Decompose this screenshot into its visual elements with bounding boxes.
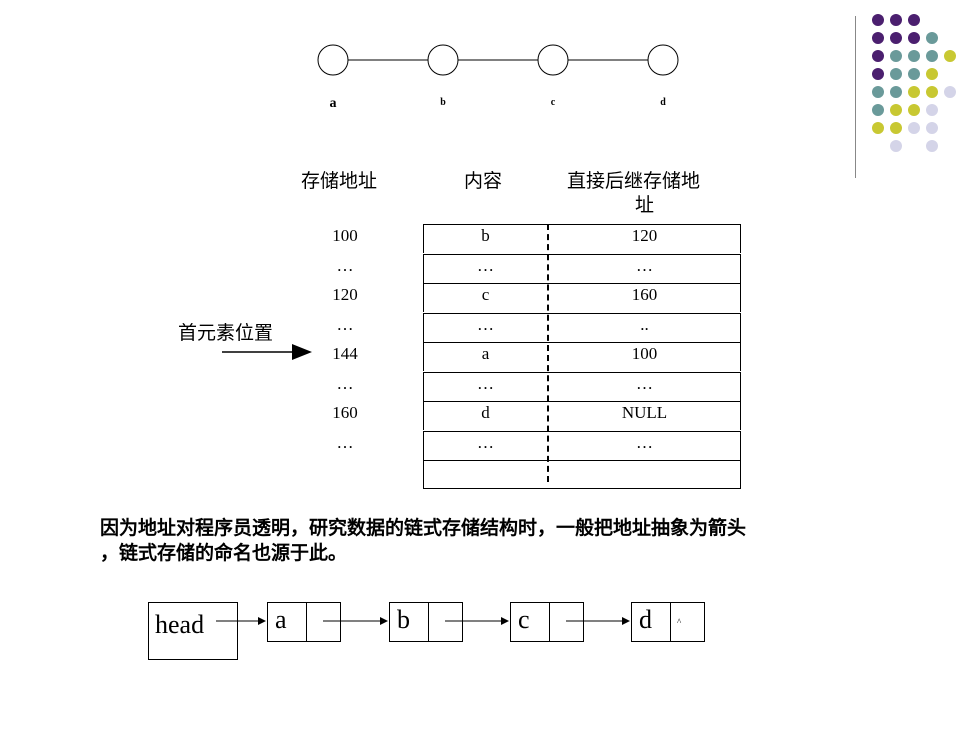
row-next-address: … <box>636 432 653 452</box>
row-content: b <box>481 226 490 245</box>
list-node-b: b <box>389 602 463 642</box>
row-next-address: NULL <box>621 403 668 422</box>
row-address: 144 <box>332 344 358 363</box>
row-content: … <box>477 255 494 275</box>
row-next-address: … <box>636 255 653 275</box>
row-address: 100 <box>332 226 358 245</box>
header-content: 内容 <box>464 170 503 192</box>
list-node-data: a <box>275 605 287 634</box>
chain-node-a <box>317 44 349 76</box>
decorative-dot <box>872 32 884 44</box>
table-row <box>423 253 741 283</box>
decorative-dot <box>890 32 902 44</box>
decorative-dot <box>872 122 884 134</box>
head-label: head <box>155 610 205 639</box>
decorative-dot <box>908 32 920 44</box>
decorative-dot <box>890 140 902 152</box>
table-row <box>423 283 741 312</box>
head-node: head <box>148 602 238 660</box>
decorative-dot <box>872 86 884 98</box>
decorative-dot <box>908 50 920 62</box>
list-node-c: c <box>510 602 584 642</box>
decorative-dot <box>926 104 938 116</box>
decorative-dot <box>926 140 938 152</box>
node-divider <box>428 603 429 641</box>
decorative-dot <box>926 32 938 44</box>
decorative-dot <box>872 68 884 80</box>
table-row <box>423 460 741 489</box>
decorative-dot <box>926 122 938 134</box>
row-address: 120 <box>332 285 358 304</box>
decorative-dot <box>944 50 956 62</box>
list-node-data: c <box>518 605 530 634</box>
row-content: … <box>477 373 494 393</box>
node-divider <box>670 603 671 641</box>
row-next-address: 100 <box>631 344 658 363</box>
first-element-label: 首元素位置 <box>178 322 274 344</box>
node-label-b: b <box>440 97 446 108</box>
decorative-dot <box>890 68 902 80</box>
decorative-dot <box>872 50 884 62</box>
row-content: d <box>481 403 490 422</box>
node-divider <box>549 603 550 641</box>
row-content: … <box>477 314 494 334</box>
row-next-address: … <box>636 373 653 393</box>
node-divider <box>306 603 307 641</box>
list-node-d: d ^ <box>631 602 705 642</box>
row-next-address: 120 <box>631 226 658 245</box>
column-divider <box>547 224 549 482</box>
description-line-1: 因为地址对程序员透明，研究数据的链式存储结构时，一般把地址抽象为箭头 <box>100 517 747 539</box>
row-next-address: 160 <box>631 285 658 304</box>
table-row <box>423 430 741 460</box>
row-content: c <box>481 285 490 304</box>
table-row <box>423 371 741 401</box>
header-address: 存储地址 <box>301 170 378 192</box>
node-chain-diagram <box>317 44 679 76</box>
decorative-dot <box>926 68 938 80</box>
table-row <box>423 401 741 430</box>
header-next-address: 直接后继存储地 <box>567 170 701 192</box>
decorative-dot <box>908 68 920 80</box>
description-line-2: ，链式存储的命名也源于此。 <box>100 542 348 564</box>
table-row <box>423 312 741 342</box>
node-label-c: c <box>550 97 556 108</box>
decorative-vertical-line <box>855 16 856 178</box>
chain-node-b <box>427 44 459 76</box>
row-address: … <box>336 255 354 275</box>
decorative-dot <box>926 50 938 62</box>
decorative-dot <box>890 14 902 26</box>
node-label-a: a <box>329 96 337 111</box>
row-address: … <box>336 373 354 393</box>
description-text: 因为地址对程序员透明，研究数据的链式存储结构时，一般把地址抽象为箭头 ，链式存储… <box>100 516 880 566</box>
decorative-dot <box>890 86 902 98</box>
row-address: … <box>336 432 354 452</box>
row-content: a <box>481 344 490 363</box>
table-row <box>423 342 741 371</box>
row-address: 160 <box>332 403 358 422</box>
decorative-dot <box>908 14 920 26</box>
row-address: … <box>336 314 354 334</box>
list-node-data: b <box>397 605 410 634</box>
null-mark: ^ <box>677 617 682 627</box>
decorative-dot <box>872 14 884 26</box>
decorative-dot <box>908 86 920 98</box>
decorative-dot <box>890 122 902 134</box>
header-next-address-cont: 址 <box>635 194 655 216</box>
decorative-dot <box>872 104 884 116</box>
decorative-dot <box>944 86 956 98</box>
list-node-data: d <box>639 605 652 634</box>
pointer-arrow-icon <box>222 344 312 360</box>
decorative-dot <box>908 104 920 116</box>
row-next-address: .. <box>640 314 649 334</box>
decorative-dot <box>890 50 902 62</box>
chain-node-c <box>537 44 569 76</box>
list-node-a: a <box>267 602 341 642</box>
decorative-dot <box>908 122 920 134</box>
decorative-dot <box>890 104 902 116</box>
node-label-d: d <box>660 97 666 108</box>
chain-node-d <box>647 44 679 76</box>
row-content: … <box>477 432 494 452</box>
table-row <box>423 224 741 253</box>
decorative-dot <box>926 86 938 98</box>
